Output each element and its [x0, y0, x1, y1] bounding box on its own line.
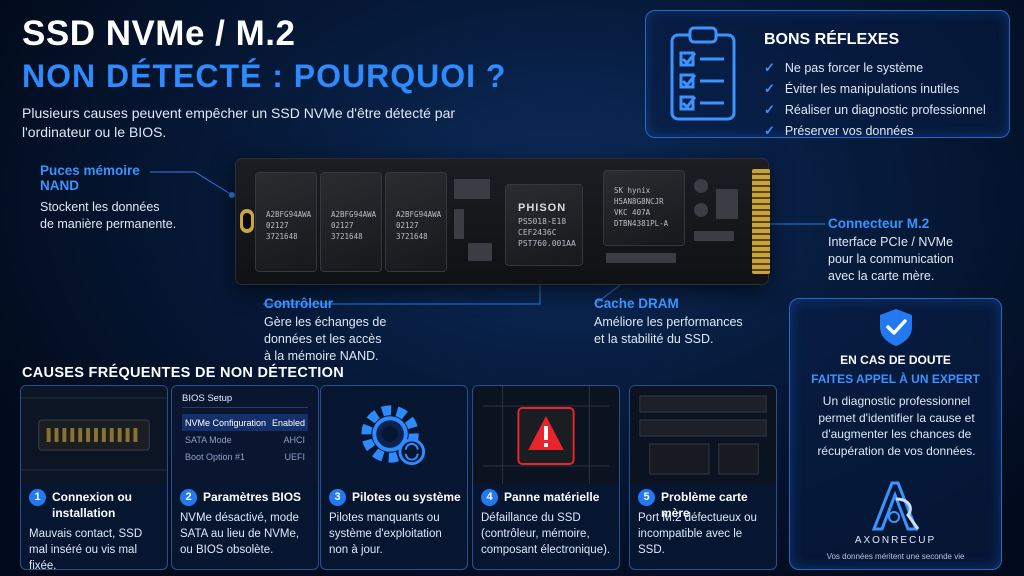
- cause-text: Port M.2 défectueux ou incompatible avec…: [638, 512, 757, 556]
- gear-sync-icon: [321, 386, 467, 484]
- warning-chip-icon: [473, 386, 619, 484]
- cause-title: Panne matérielle: [504, 490, 600, 504]
- cause-title: Pilotes ou système: [352, 490, 461, 504]
- reflexes-heading: BONS RÉFLEXES: [764, 31, 900, 48]
- list-item: ✓Préserver vos données: [764, 122, 914, 138]
- cause-text: Mauvais contact, SSD mal inséré ou vis m…: [29, 528, 143, 570]
- cause-number: 5: [638, 489, 655, 506]
- cause-card-motherboard: 5 Problème carte mère Port M.2 défectueu…: [629, 385, 777, 570]
- callout-connector: Connecteur M.2 Interface PCIe / NVMe pou…: [828, 216, 954, 283]
- expert-line2: FAITES APPEL À UN EXPERT: [811, 372, 980, 386]
- cause-text: Pilotes manquants ou système d'exploitat…: [329, 512, 442, 556]
- page-subtitle: NON DÉTECTÉ : POURQUOI ?: [22, 58, 507, 94]
- callout-nand: Puces mémoire NAND Stockent les données …: [40, 163, 177, 231]
- intro-text: Plusieurs causes peuvent empêcher un SSD…: [22, 105, 456, 140]
- check-icon: ✓: [764, 122, 775, 138]
- m2-connector: [752, 169, 770, 274]
- shield-check-icon: [880, 309, 912, 346]
- mounting-hole: [240, 209, 254, 233]
- list-item: ✓Réaliser un diagnostic professionnel: [764, 101, 986, 117]
- cause-card-connection: 1 Connexion ou installation Mauvais cont…: [20, 385, 168, 570]
- m2-slot-icon: [21, 386, 167, 484]
- check-icon: ✓: [764, 80, 775, 96]
- axonrecup-logo-icon: [871, 481, 920, 531]
- cause-number: 1: [29, 489, 46, 506]
- page-title: SSD NVMe / M.2: [22, 14, 296, 53]
- cause-title: Paramètres BIOS: [203, 490, 302, 504]
- expert-text: Un diagnostic professionnel permet d'ide…: [817, 394, 976, 458]
- expert-line1: EN CAS DE DOUTE: [840, 353, 951, 367]
- cause-text: Défaillance du SSD (contrôleur, mémoire,…: [481, 512, 611, 556]
- check-icon: ✓: [764, 101, 775, 117]
- list-item: ✓Ne pas forcer le système: [764, 59, 924, 75]
- expert-panel: EN CAS DE DOUTE FAITES APPEL À UN EXPERT…: [789, 298, 1002, 570]
- cause-number: 4: [481, 489, 498, 506]
- list-item: ✓Éviter les manipulations inutiles: [764, 80, 960, 96]
- check-icon: ✓: [764, 59, 775, 75]
- cause-text: NVMe désactivé, mode SATA au lieu de NVM…: [180, 512, 300, 556]
- brand-name: AXONRECUP: [854, 535, 937, 546]
- causes-heading: CAUSES FRÉQUENTES DE NON DÉTECTION: [22, 365, 344, 381]
- bios-title: BIOS Setup: [182, 393, 308, 408]
- motherboard-icon: [630, 386, 776, 484]
- reflexes-list: ✓Ne pas forcer le système ✓Éviter les ma…: [764, 57, 986, 141]
- callout-controller: Contrôleur Gère les échanges de données …: [264, 296, 387, 363]
- cause-title: Problème carte mère: [661, 490, 748, 520]
- cause-card-drivers: 3 Pilotes ou système Pilotes manquants o…: [320, 385, 468, 570]
- cause-number: 3: [329, 489, 346, 506]
- reflexes-panel: BONS RÉFLEXES ✓Ne pas forcer le système …: [645, 10, 1010, 138]
- cause-card-hardware: 4 Panne matérielle Défaillance du SSD (c…: [472, 385, 620, 570]
- brand-tagline: Vos données méritent une seconde vie: [826, 552, 965, 561]
- cause-number: 2: [180, 489, 197, 506]
- callout-dram: Cache DRAM Améliore les performances et …: [594, 296, 743, 346]
- cause-title: Connexion ou installation: [52, 490, 132, 520]
- clipboard-icon: [670, 26, 736, 121]
